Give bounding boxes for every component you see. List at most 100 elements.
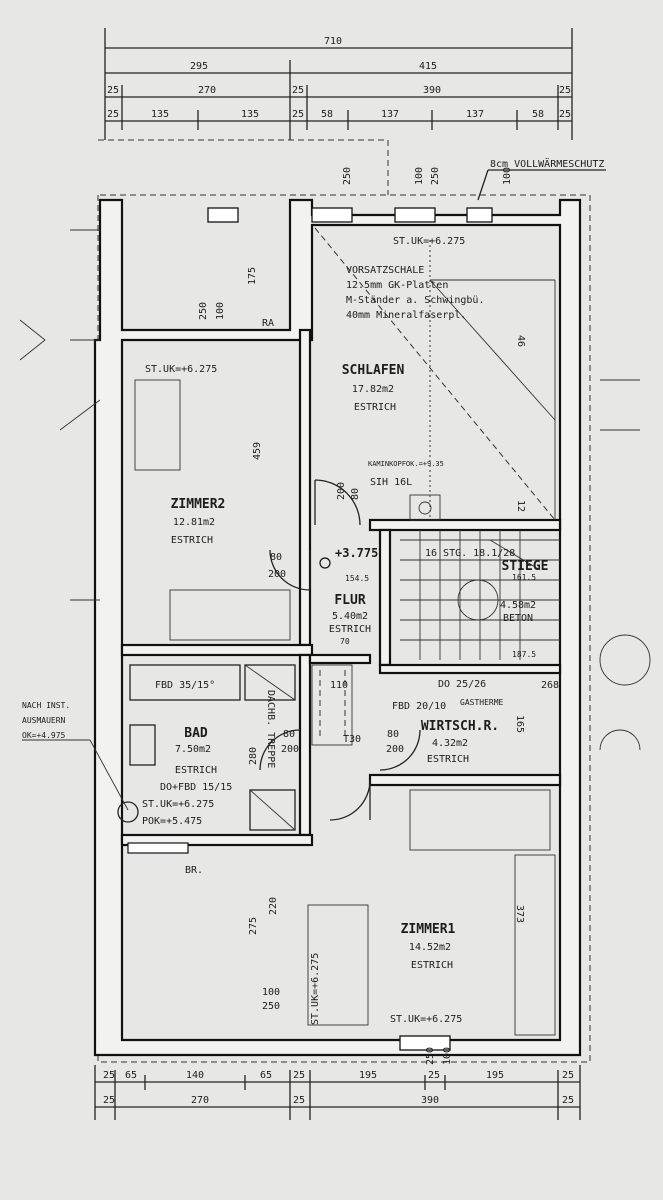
dim-200-b: 200 [281, 744, 299, 755]
dim-25-f: 25 [559, 109, 571, 120]
bdim2-25-a: 25 [103, 1095, 115, 1106]
dim-137-b: 137 [466, 109, 484, 120]
dim-135-a: 135 [151, 109, 169, 120]
do-wirtsch: DO 25/26 [438, 679, 486, 690]
stiege-name: STIEGE [502, 559, 549, 574]
dim-110: 110 [330, 680, 348, 691]
top-dimension-lines [104, 28, 573, 140]
vorsatz-line3: M-Ständer a. Schwingbü. [346, 295, 484, 306]
sih-note: SIH 16L [370, 477, 412, 488]
dim-187: 187.5 [512, 650, 536, 659]
flur-name: FLUR [334, 593, 365, 608]
level-mark: +3.775 [335, 546, 378, 560]
bottom-dimension-lines [94, 1065, 581, 1120]
fbd-wirtsch: FBD 20/10 [392, 701, 446, 712]
t30-label: T30 [343, 734, 361, 745]
dim-390: 390 [423, 85, 441, 96]
dim-459: 459 [252, 442, 263, 460]
dim-80-d: 80 [350, 488, 361, 500]
dim-80-c: 80 [387, 729, 399, 740]
pok-note: POK=+5.475 [142, 816, 202, 827]
dim-137-a: 137 [381, 109, 399, 120]
wirtsch-name: WIRTSCH.R. [421, 719, 499, 734]
dim-58-b: 58 [532, 109, 544, 120]
st-uk-vertical: ST.UK=+6.275 [310, 953, 321, 1025]
dim-268: 268 [541, 680, 559, 691]
bdim2-270: 270 [191, 1095, 209, 1106]
nach-inst-1: NACH INST. [22, 701, 70, 710]
st-uk-zimmer2: ST.UK=+6.275 [145, 364, 217, 375]
bathroom-fixtures [117, 664, 296, 831]
kamin-note: KAMINKOPFOK.=+9.35 [368, 460, 444, 468]
flur-area: 5.40m2 [332, 611, 368, 622]
ra-label: RA [262, 318, 274, 329]
dim-280: 280 [248, 747, 259, 765]
interior-walls [120, 328, 562, 847]
schlafen-floor: ESTRICH [354, 402, 396, 413]
insulation-note: 8cm VOLLWÄRMESCHUTZ [490, 157, 604, 170]
bad-area: 7.50m2 [175, 744, 211, 755]
vorsatz-line4: 40mm Mineralfaserpl. [346, 310, 466, 321]
do-fbd: DO+FBD 15/15 [160, 782, 232, 793]
dim-415: 415 [419, 61, 437, 72]
flur-floor: ESTRICH [329, 624, 371, 635]
stiege-area: 4.58m2 [500, 600, 536, 611]
bdim-65-a: 65 [125, 1070, 137, 1081]
dim-250-a: 250 [198, 302, 209, 320]
room-bad: BAD 7.50m2 ESTRICH [175, 726, 217, 776]
bdim-25-c: 25 [428, 1070, 440, 1081]
dim-100-b: 100 [414, 167, 425, 185]
dim-295: 295 [190, 61, 208, 72]
bdim2-25-b: 25 [293, 1095, 305, 1106]
schlafen-area: 17.82m2 [352, 384, 394, 395]
zimmer2-area: 12.81m2 [173, 517, 215, 528]
bdim-25-a: 25 [103, 1070, 115, 1081]
doors [259, 479, 421, 821]
dim-25-e: 25 [292, 109, 304, 120]
bdim-65-b: 65 [260, 1070, 272, 1081]
furniture [134, 379, 556, 1036]
level-symbol [319, 557, 331, 569]
dim-175: 175 [247, 267, 258, 285]
bdim-195-b: 195 [486, 1070, 504, 1081]
dim-12: 12 [515, 500, 526, 512]
dim-100-c: 100 [502, 167, 513, 185]
zimmer2-name: ZIMMER2 [171, 497, 226, 512]
nach-inst-2: AUSMAUERN [22, 716, 66, 725]
room-stiege: STIEGE 4.58m2 BETON [500, 559, 549, 624]
room-flur: FLUR 5.40m2 ESTRICH [329, 593, 371, 635]
dim-25-c: 25 [559, 85, 571, 96]
zimmer2-floor: ESTRICH [171, 535, 213, 546]
vorsatz-line1: VORSATZSCHALE [346, 265, 424, 276]
dim-710: 710 [324, 36, 342, 47]
dim-80-a: 80 [270, 552, 282, 563]
zimmer1-area: 14.52m2 [409, 942, 451, 953]
dim-25-b: 25 [292, 85, 304, 96]
dim-80-b: 80 [283, 729, 295, 740]
dim-100-e: 100 [442, 1047, 453, 1065]
wirtsch-floor: ESTRICH [427, 754, 469, 765]
stairs-label: 16 STG. 18.1/28 [425, 548, 515, 559]
room-zimmer1: ZIMMER1 14.52m2 ESTRICH [401, 922, 456, 971]
dim-46: 46 [515, 335, 526, 347]
stair-structure [314, 227, 560, 660]
vorsatz-line2: 12.5mm GK-Platten [346, 280, 448, 291]
dim-165: 165 [514, 715, 525, 733]
dim-270: 270 [198, 85, 216, 96]
br-label: BR. [185, 865, 203, 876]
st-uk-top: ST.UK=+6.275 [393, 236, 465, 247]
bad-floor: ESTRICH [175, 765, 217, 776]
dim-250-e: 250 [425, 1047, 436, 1065]
dim-70: 70 [340, 637, 350, 646]
rotated-dimensions: 175 459 280 275 220 250 100 250 100 250 … [198, 167, 526, 1065]
st-uk-bad: ST.UK=+6.275 [142, 799, 214, 810]
nach-inst-3: OK=+4.975 [22, 731, 66, 740]
dim-250-d: 250 [262, 1001, 280, 1012]
insulation-outline [97, 139, 591, 1063]
st-uk-zimmer1: ST.UK=+6.275 [390, 1014, 462, 1025]
dim-25-d: 25 [107, 109, 119, 120]
dim-161: 161.5 [512, 573, 536, 582]
dim-100-a: 100 [215, 302, 226, 320]
